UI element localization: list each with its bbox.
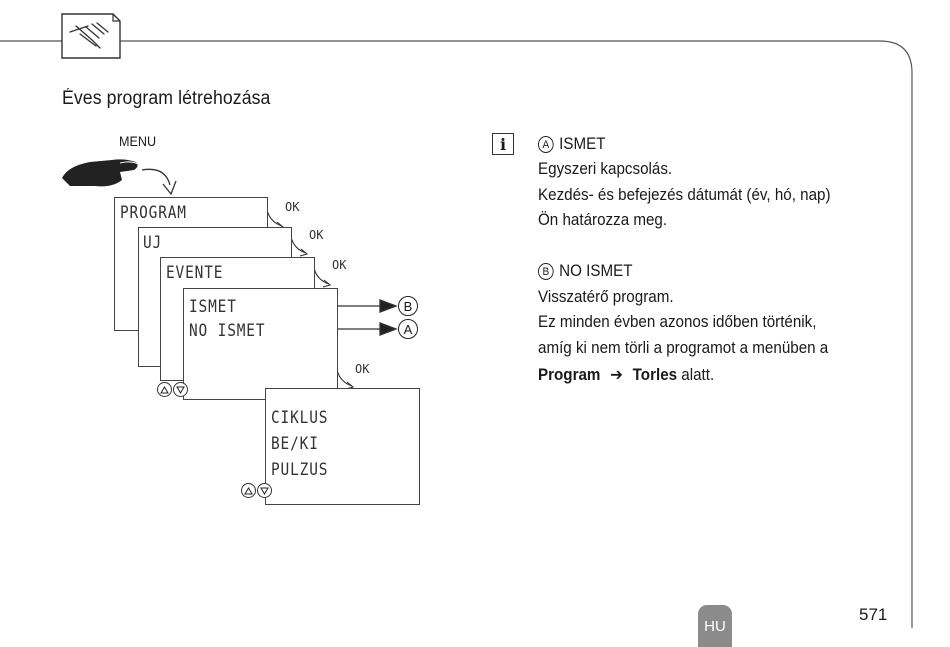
down-icon <box>173 382 188 397</box>
ok-label: OK <box>355 362 370 376</box>
nav-buttons <box>241 483 272 498</box>
ok-label: OK <box>285 200 300 214</box>
marker-b: B <box>398 296 418 316</box>
page-title: Éves program létrehozása <box>62 88 271 109</box>
lcd-text-ciklus: CIKLUS <box>271 408 329 428</box>
info-b-heading: B NO ISMET <box>538 262 633 281</box>
menu-button-label: MENU <box>119 133 157 149</box>
language-tab: HU <box>698 605 732 647</box>
info-b-heading-text: NO ISMET <box>559 262 633 280</box>
page-number: 571 <box>859 605 888 624</box>
menu-path-program: Program <box>538 366 601 384</box>
marker-a: A <box>398 319 418 339</box>
lcd-text-program: PROGRAM <box>120 203 187 223</box>
info-b-line: Visszatérő program. <box>538 288 674 306</box>
pressing-hand-icon <box>62 159 141 187</box>
lcd-text-ismet: ISMET <box>189 297 237 317</box>
hand-icon <box>61 13 121 59</box>
menu-arrow <box>141 168 171 186</box>
ok-label: OK <box>309 228 324 242</box>
down-icon <box>257 483 272 498</box>
marker-b-inline: B <box>538 263 554 280</box>
lcd-text-be-ki: BE/KI <box>271 434 319 454</box>
info-a-heading: A ISMET <box>538 135 606 154</box>
info-b-line: Ez minden évben azonos időben történik, <box>538 313 817 331</box>
ok-label: OK <box>332 258 347 272</box>
lcd-text-uj: UJ <box>143 233 163 253</box>
info-a-line: Kezdés- és befejezés dátumát (év, hó, na… <box>538 186 831 204</box>
info-a-line: Ön határozza meg. <box>538 211 668 229</box>
info-b-line: amíg ki nem törli a programot a menüben … <box>538 339 829 357</box>
info-a-line: Egyszeri kapcsolás. <box>538 160 673 178</box>
up-icon <box>241 483 256 498</box>
menu-path-arrow: ➔ <box>610 366 623 384</box>
up-icon <box>157 382 172 397</box>
nav-buttons <box>157 382 188 397</box>
menu-path-alatt: alatt. <box>681 366 715 384</box>
info-b-last-line: Program ➔ Torles alatt. <box>538 365 714 385</box>
lcd-screen-ismet: ISMET NO ISMET <box>183 288 338 400</box>
lcd-text-evente: EVENTE <box>166 263 224 283</box>
lcd-text-pulzus: PULZUS <box>271 460 329 480</box>
info-a-heading-text: ISMET <box>559 135 606 153</box>
menu-path-torles: Torles <box>632 366 678 384</box>
lcd-text-no-ismet: NO ISMET <box>189 321 266 341</box>
lcd-screen-ciklus: CIKLUS BE/KI PULZUS <box>265 388 420 505</box>
marker-arrows <box>296 299 398 336</box>
info-icon: i <box>492 133 514 155</box>
marker-a-inline: A <box>538 136 554 153</box>
